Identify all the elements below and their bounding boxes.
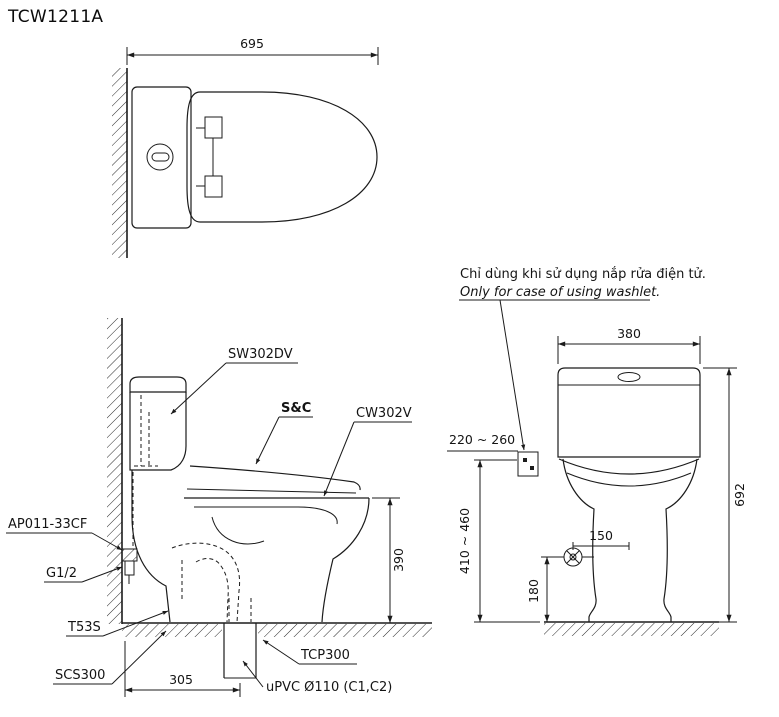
washlet-outlet-box — [517, 451, 539, 477]
label-seal: SCS300 — [55, 668, 105, 683]
label-bowl: CW302V — [356, 406, 412, 421]
dim-outlet-height-label: 410 ~ 460 — [457, 508, 472, 574]
note-english: Only for case of using washlet. — [460, 285, 660, 300]
valve-front — [563, 547, 594, 567]
outlet-box — [517, 451, 539, 477]
wall-hatch-side-view — [107, 318, 122, 624]
side-view: SW302DV S&C CW302V AP011-33CF G1/2 T53S … — [6, 318, 432, 697]
side-view-labels: SW302DV S&C CW302V AP011-33CF G1/2 T53S … — [6, 347, 412, 695]
dim-total-height: 692 — [703, 367, 747, 623]
seat-lid-outline-top-view — [186, 91, 378, 223]
floor-hatch-right — [258, 624, 432, 637]
front-view: Chỉ dùng khi sử dụng nắp rửa điện tử. On… — [447, 267, 747, 636]
label-flange: T53S — [67, 620, 101, 635]
hinge-right — [204, 175, 223, 198]
dim-695-label: 695 — [240, 36, 264, 51]
seat-side — [186, 488, 357, 494]
tank-body-side — [129, 392, 187, 471]
label-tank-leader — [170, 362, 227, 415]
pedestal-left — [562, 458, 597, 622]
flush-button-slot — [151, 152, 170, 162]
washlet-note: Chỉ dùng khi sử dụng nắp rửa điện tử. On… — [459, 267, 706, 451]
label-valve: G1/2 — [46, 566, 77, 581]
tank-front — [557, 367, 701, 458]
dim-180-label: 180 — [526, 579, 541, 603]
label-seat: S&C — [281, 401, 311, 416]
note-vietnamese: Chỉ dùng khi sử dụng nắp rửa điện tử. — [460, 267, 706, 282]
hinge-detail — [196, 116, 223, 198]
dim-390: 390 — [372, 497, 406, 623]
label-drain-socket-leader — [262, 639, 300, 665]
dim-390-label: 390 — [391, 548, 406, 572]
bowl-rear-side — [131, 470, 171, 623]
dim-380: 380 — [557, 326, 701, 364]
top-view: 695 — [112, 36, 379, 258]
tank-side-profile — [129, 376, 187, 471]
tank-outline-top-view — [131, 86, 192, 229]
lid-side — [189, 465, 361, 491]
rim-underside — [194, 506, 338, 525]
dim-outlet-offset: 220 ~ 260 — [447, 432, 518, 452]
dim-150-label: 150 — [589, 528, 613, 543]
label-bowl-leader — [323, 421, 355, 497]
dim-380-label: 380 — [617, 326, 641, 341]
stop-valve-body — [121, 548, 138, 562]
valve-cross-2 — [566, 550, 580, 564]
dim-outlet-offset-label: 220 ~ 260 — [449, 432, 515, 447]
flush-button-front — [617, 372, 641, 382]
outlet-dot-1 — [523, 458, 527, 462]
label-supply-hose-leader — [91, 532, 123, 551]
floor-hatch-front-view — [544, 623, 719, 636]
wall-hatch-top-view — [112, 68, 127, 258]
dim-valve-offset: 150 — [572, 528, 630, 550]
bowl-sump — [211, 516, 265, 545]
dim-outlet-height: 410 ~ 460 — [457, 459, 540, 623]
dim-305-label: 305 — [169, 672, 193, 687]
label-drain-socket: TCP300 — [300, 648, 350, 663]
drain-pipe — [223, 598, 257, 679]
stop-valve-stem — [124, 560, 135, 576]
trapway-inner-dashed — [195, 558, 229, 623]
label-flange-leader — [102, 610, 169, 637]
pedestal-right — [663, 458, 698, 622]
label-supply-hose: AP011-33CF — [8, 517, 87, 532]
bowl-front-side — [321, 497, 370, 623]
dim-692-label: 692 — [732, 483, 747, 507]
outlet-dot-2 — [530, 466, 534, 470]
label-pipe-leader — [242, 660, 264, 688]
label-valve-leader — [81, 566, 123, 583]
seat-curve-outer — [558, 458, 700, 475]
hinge-left — [204, 116, 223, 139]
floor-hatch-left — [122, 624, 222, 637]
label-seat-leader — [255, 416, 280, 465]
dim-695: 695 — [126, 36, 379, 65]
flush-button-top-view — [146, 143, 174, 171]
label-seal-leader — [111, 630, 167, 685]
page-title: TCW1211A — [7, 7, 103, 27]
stop-valve-assembly — [121, 472, 138, 584]
label-tank: SW302DV — [228, 347, 293, 362]
trapway-outer-dashed — [171, 542, 241, 623]
label-pipe: uPVC Ø110 (C1,C2) — [266, 680, 392, 695]
bowl-front — [558, 458, 700, 622]
note-leader — [499, 299, 526, 451]
tank-lid-side — [129, 376, 187, 393]
valve-center — [569, 553, 577, 561]
dim-305: 305 — [124, 641, 241, 697]
seat-curve-inner — [566, 472, 692, 487]
dim-valve-height: 180 — [526, 556, 564, 622]
tank-outline-front — [557, 367, 701, 458]
